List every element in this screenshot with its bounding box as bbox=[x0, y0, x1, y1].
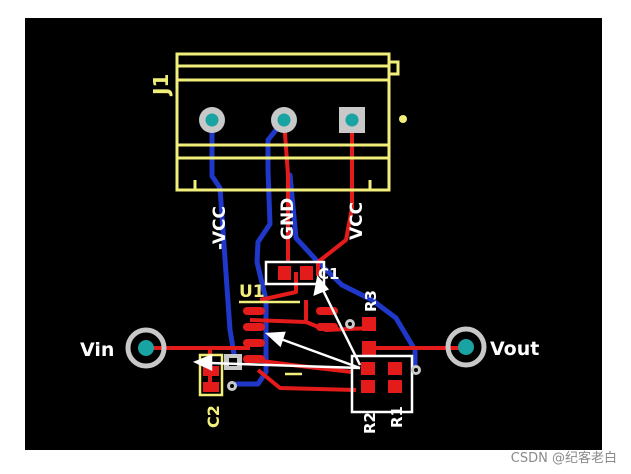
c2-label: C2 bbox=[204, 405, 223, 428]
trace-c1-u1 bbox=[259, 272, 298, 302]
arrow-to-u1 bbox=[277, 336, 361, 370]
r1-label: R1 bbox=[388, 406, 406, 428]
trace-r-chain bbox=[304, 300, 371, 332]
c2-pad-bottom bbox=[203, 382, 219, 392]
connector-j1-outline bbox=[175, 52, 400, 192]
c1-pad-right bbox=[300, 266, 313, 280]
trace-u1-r bbox=[249, 318, 307, 324]
csdn-watermark: CSDN @纪客老白 bbox=[510, 451, 617, 466]
trace-lower-loop bbox=[256, 368, 357, 392]
vin-terminal-pad bbox=[125, 327, 167, 369]
c2-pad-top bbox=[203, 366, 219, 376]
r3-pad-top bbox=[362, 317, 376, 331]
r2-label: R2 bbox=[361, 412, 379, 434]
arrow-to-c2 bbox=[209, 361, 361, 370]
trace-gnd-return bbox=[287, 172, 418, 371]
c1-outline bbox=[264, 260, 326, 286]
trace-vcc bbox=[316, 120, 354, 276]
c1-label: C1 bbox=[318, 265, 339, 283]
annotation-arrows bbox=[192, 275, 362, 371]
trace-gnd-top bbox=[282, 119, 290, 262]
pin-label-neg-vcc: -VCC bbox=[210, 206, 230, 250]
trace-gnd-bottom bbox=[229, 117, 287, 387]
vin-label: Vin bbox=[80, 339, 114, 361]
pin-label-gnd: GND bbox=[278, 198, 298, 240]
vias bbox=[227, 319, 421, 391]
arrow-to-c1 bbox=[316, 279, 362, 366]
r1-r2-outline bbox=[350, 354, 414, 414]
c1-pad-left bbox=[278, 266, 291, 280]
r3-label: R3 bbox=[362, 290, 380, 312]
pin1-marker-dot bbox=[399, 115, 407, 123]
pin-label-vcc: VCC bbox=[347, 202, 367, 240]
connector-j1-pads bbox=[199, 107, 365, 133]
vout-label: Vout bbox=[490, 338, 539, 360]
r3-pad-bottom bbox=[362, 341, 376, 355]
vout-terminal-pad bbox=[445, 326, 487, 368]
r1-r2-pads bbox=[361, 362, 402, 393]
u1-label: U1 bbox=[239, 282, 265, 302]
connector-j1-label: J1 bbox=[149, 74, 173, 97]
pcb-board bbox=[25, 18, 602, 450]
